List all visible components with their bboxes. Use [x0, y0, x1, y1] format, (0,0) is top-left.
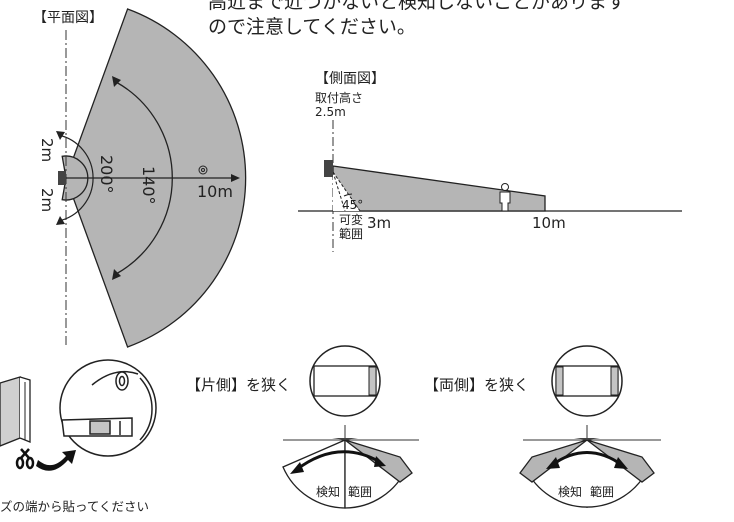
plan-angle-inner-label: 200° — [97, 155, 116, 194]
masking-sticker-left — [555, 366, 564, 396]
masking-sticker-right-2 — [610, 366, 619, 396]
adjustable-label-1: 可変 — [339, 213, 364, 227]
side-range-far-label: 10m — [532, 214, 566, 232]
plan-sensor-icon — [58, 171, 66, 185]
side-range-near-label: 3m — [367, 214, 392, 232]
one-side-detect-label-1: 検知 — [316, 485, 341, 499]
side-view — [298, 120, 682, 252]
mount-height-label: 取付高さ — [315, 91, 364, 105]
tape-strip — [0, 376, 21, 447]
tilt-angle-label: 45° — [342, 198, 364, 212]
plan-view-title: 【平面図】 — [33, 10, 103, 26]
mount-height-value: 2.5m — [315, 105, 346, 119]
plan-range-far-label: 10m — [197, 182, 233, 201]
curved-arrow-icon — [36, 450, 76, 471]
sensor-device-illustration — [59, 359, 157, 457]
plan-range-near-bottom-label: 2m — [38, 188, 56, 213]
lens-both-sides — [555, 365, 619, 397]
plan-view — [56, 8, 247, 348]
plan-range-arrow-head — [231, 174, 240, 182]
both-sides-detect-label-1: 検知 — [558, 485, 583, 499]
narrow-both-sides-title: 【両側】を狭く — [424, 376, 530, 394]
side-sensor-icon — [324, 160, 333, 177]
narrow-both-sides-diagram — [519, 345, 661, 508]
intro-line-1: 高近まで近づかないと検知しないことがあります — [208, 0, 627, 13]
side-detection-area — [332, 165, 546, 212]
narrow-one-side-diagram — [282, 345, 419, 509]
side-view-title: 【側面図】 — [315, 71, 385, 87]
narrow-one-side-title: 【片側】を狭く — [186, 376, 292, 394]
one-side-detect-label-2: 範囲 — [348, 485, 373, 499]
scissors-icon — [15, 448, 35, 470]
install-caption: ズの端から貼ってください — [0, 499, 150, 514]
lens-one-side — [313, 365, 377, 397]
both-sides-detect-label-2: 範囲 — [590, 485, 615, 499]
intro-line-2: ので注意してください。 — [208, 16, 416, 38]
adjustable-label-2: 範囲 — [339, 227, 364, 241]
person-figure — [499, 183, 511, 212]
plan-range-near-top-label: 2m — [38, 138, 56, 163]
install-illustration — [0, 359, 157, 471]
plan-angle-outer-label: 140° — [139, 166, 158, 205]
sensor-window — [89, 420, 111, 435]
masking-sticker-right — [368, 366, 377, 396]
